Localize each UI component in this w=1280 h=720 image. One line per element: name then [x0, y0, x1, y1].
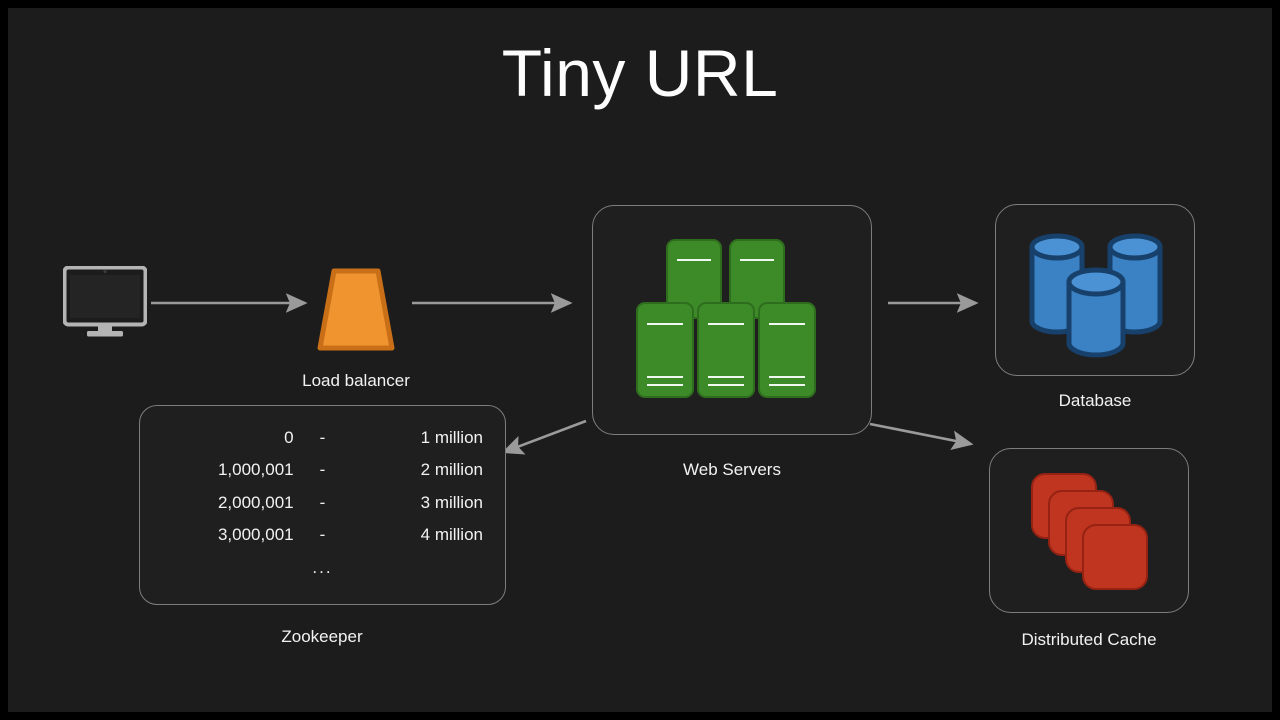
- server-unit: [697, 302, 755, 398]
- server-unit: [758, 302, 816, 398]
- distributed-cache-node[interactable]: [989, 448, 1189, 613]
- arrow-web-servers-to-distributed-cache: [869, 422, 974, 450]
- arrow-web-servers-to-zookeeper: [501, 419, 587, 455]
- client-device[interactable]: [62, 265, 148, 338]
- server-slot-line: [740, 259, 774, 261]
- server-slot-line: [647, 323, 683, 325]
- server-slot-line: [769, 384, 805, 386]
- load-balancer-node[interactable]: [316, 268, 396, 351]
- server-slot-line: [647, 384, 683, 386]
- table-row-ellipsis: ...: [162, 552, 483, 584]
- range-dash: -: [319, 525, 326, 545]
- range-end: 4 million: [420, 525, 483, 545]
- server-slot-line: [677, 259, 711, 261]
- server-slot-line: [647, 376, 683, 378]
- zookeeper-range-table: 0 - 1 million 1,000,001 - 2 million 2,00…: [162, 422, 483, 584]
- distributed-cache-label: Distributed Cache: [1021, 630, 1157, 649]
- load-balancer-label: Load balancer: [302, 371, 410, 390]
- server-slot-line: [769, 376, 805, 378]
- web-servers-node[interactable]: [592, 205, 872, 435]
- slide-canvas: Tiny URL Load balancer: [8, 8, 1272, 712]
- range-start: 0: [284, 428, 294, 447]
- database-label: Database: [1058, 391, 1132, 410]
- range-ellipsis: ...: [312, 557, 333, 577]
- range-end: 3 million: [420, 492, 483, 512]
- range-dash: -: [319, 492, 326, 512]
- server-slot-line: [708, 323, 744, 325]
- range-dash: -: [319, 460, 326, 480]
- table-row: 1,000,001 - 2 million: [162, 454, 483, 486]
- desktop-monitor-icon: [62, 265, 148, 337]
- range-end: 2 million: [420, 460, 483, 480]
- trapezoid-icon: [317, 268, 395, 351]
- range-start: 2,000,001: [217, 492, 294, 512]
- database-cylinders-icon: [1029, 233, 1163, 358]
- zookeeper-node[interactable]: 0 - 1 million 1,000,001 - 2 million 2,00…: [139, 405, 506, 605]
- page-title: Tiny URL: [501, 36, 779, 110]
- table-row: 0 - 1 million: [162, 422, 483, 454]
- server-slot-line: [708, 384, 744, 386]
- range-dash: -: [319, 428, 326, 447]
- zookeeper-label: Zookeeper: [281, 627, 363, 646]
- table-row: 3,000,001 - 4 million: [162, 519, 483, 551]
- table-row: 2,000,001 - 3 million: [162, 487, 483, 519]
- cache-card: [1082, 524, 1148, 590]
- range-start: 3,000,001: [217, 525, 294, 545]
- database-node[interactable]: [995, 204, 1195, 376]
- server-unit: [636, 302, 694, 398]
- web-servers-label: Web Servers: [683, 460, 781, 479]
- server-slot-line: [769, 323, 805, 325]
- range-start: 1,000,001: [217, 460, 294, 480]
- range-end: 1 million: [420, 428, 483, 447]
- server-slot-line: [708, 376, 744, 378]
